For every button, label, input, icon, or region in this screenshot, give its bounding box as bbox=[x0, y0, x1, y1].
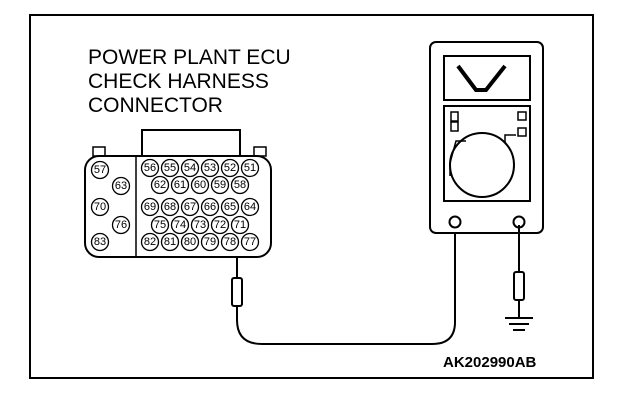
connector-pin-71: 71 bbox=[230, 215, 250, 235]
pin-number: 56 bbox=[144, 162, 156, 174]
connector-pin-60: 60 bbox=[190, 175, 210, 195]
reference-code: AK202990AB bbox=[443, 354, 537, 371]
connector-pin-61: 61 bbox=[170, 175, 190, 195]
probe-tip-left bbox=[231, 277, 243, 307]
connector-pin-67: 67 bbox=[180, 197, 200, 217]
connector-pin-58: 58 bbox=[230, 175, 250, 195]
pin-number: 55 bbox=[164, 162, 176, 174]
pin-number: 83 bbox=[94, 236, 106, 248]
diagram-frame bbox=[29, 14, 594, 379]
connector-pin-68: 68 bbox=[160, 197, 180, 217]
pin-number: 70 bbox=[94, 201, 106, 213]
pin-number: 68 bbox=[164, 201, 176, 213]
connector-housing bbox=[84, 155, 272, 258]
meter-jack-left bbox=[448, 215, 462, 229]
connector-probe bbox=[231, 257, 243, 320]
connector-pin-51: 51 bbox=[240, 158, 260, 178]
test-lead bbox=[236, 225, 456, 345]
pin-number: 52 bbox=[224, 162, 236, 174]
meter-switch-2 bbox=[450, 121, 459, 132]
connector-tab-right bbox=[253, 146, 267, 157]
ecu-connector: 57 63 70 76 83 56 55 54 53 52 51 62 61 60 59 58 69 68 67 66… bbox=[84, 129, 272, 258]
title-line-3: CONNECTOR bbox=[88, 94, 223, 117]
pin-number: 79 bbox=[204, 236, 216, 248]
ground-icon bbox=[505, 317, 533, 331]
connector-pin-64: 64 bbox=[240, 197, 260, 217]
meter-face bbox=[443, 105, 531, 202]
connector-pin-55: 55 bbox=[160, 158, 180, 178]
connector-pin-78: 78 bbox=[220, 232, 240, 252]
connector-pin-74: 74 bbox=[170, 215, 190, 235]
meter-switch-3 bbox=[517, 111, 527, 121]
connector-pin-81: 81 bbox=[160, 232, 180, 252]
pin-number: 66 bbox=[204, 201, 216, 213]
pin-number: 78 bbox=[224, 236, 236, 248]
connector-pin-59: 59 bbox=[210, 175, 230, 195]
connector-pin-72: 72 bbox=[210, 215, 230, 235]
pin-number: 76 bbox=[115, 219, 127, 231]
connector-pin-79: 79 bbox=[200, 232, 220, 252]
connector-pin-52: 52 bbox=[220, 158, 240, 178]
title-line-1: POWER PLANT ECU bbox=[88, 46, 291, 69]
pin-number: 81 bbox=[164, 236, 176, 248]
ground-lead bbox=[505, 225, 533, 331]
pin-number: 57 bbox=[94, 164, 106, 176]
connector-pin-57: 57 bbox=[90, 160, 110, 180]
pin-number: 75 bbox=[154, 219, 166, 231]
connector-pin-70: 70 bbox=[90, 197, 110, 217]
voltage-symbol-icon bbox=[456, 64, 507, 92]
connector-pin-73: 73 bbox=[190, 215, 210, 235]
pin-number: 71 bbox=[234, 219, 246, 231]
pin-number: 61 bbox=[174, 179, 186, 191]
pin-number: 59 bbox=[214, 179, 226, 191]
pin-number: 64 bbox=[244, 201, 256, 213]
title-line-2: CHECK HARNESS bbox=[88, 70, 269, 93]
meter-switch-1 bbox=[450, 111, 459, 122]
pin-number: 53 bbox=[204, 162, 216, 174]
connector-pin-80: 80 bbox=[180, 232, 200, 252]
connector-pin-63: 63 bbox=[111, 176, 131, 196]
pin-number: 69 bbox=[144, 201, 156, 213]
connector-pin-56: 56 bbox=[140, 158, 160, 178]
meter-switch-4 bbox=[517, 127, 527, 137]
meter-display bbox=[443, 55, 531, 101]
probe-tip-right bbox=[513, 271, 525, 301]
pin-number: 72 bbox=[214, 219, 226, 231]
connector-pin-76: 76 bbox=[111, 215, 131, 235]
pin-number: 77 bbox=[244, 236, 256, 248]
connector-pin-69: 69 bbox=[140, 197, 160, 217]
pin-number: 63 bbox=[115, 180, 127, 192]
connector-latch bbox=[141, 129, 241, 157]
pin-number: 51 bbox=[244, 162, 256, 174]
pin-number: 62 bbox=[154, 179, 166, 191]
pin-number: 60 bbox=[194, 179, 206, 191]
pin-number: 67 bbox=[184, 201, 196, 213]
pin-number: 73 bbox=[194, 219, 206, 231]
pin-number: 82 bbox=[144, 236, 156, 248]
connector-pin-53: 53 bbox=[200, 158, 220, 178]
voltmeter bbox=[429, 41, 544, 234]
pin-number: 65 bbox=[224, 201, 236, 213]
connector-pin-77: 77 bbox=[240, 232, 260, 252]
meter-body bbox=[429, 41, 544, 234]
connector-pin-66: 66 bbox=[200, 197, 220, 217]
connector-pin-75: 75 bbox=[150, 215, 170, 235]
connector-pin-65: 65 bbox=[220, 197, 240, 217]
pin-number: 74 bbox=[174, 219, 186, 231]
connector-pin-62: 62 bbox=[150, 175, 170, 195]
connector-pin-54: 54 bbox=[180, 158, 200, 178]
pin-number: 54 bbox=[184, 162, 196, 174]
connector-tab-left bbox=[92, 146, 106, 157]
pin-number: 80 bbox=[184, 236, 196, 248]
connector-pin-82: 82 bbox=[140, 232, 160, 252]
connector-pin-83: 83 bbox=[90, 232, 110, 252]
pin-number: 58 bbox=[234, 179, 246, 191]
